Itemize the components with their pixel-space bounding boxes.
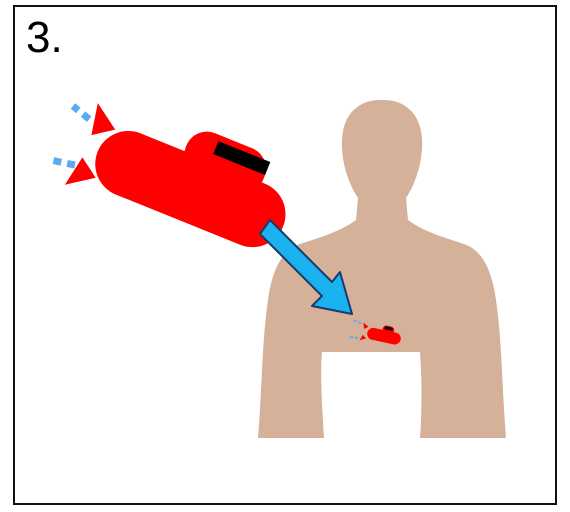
- illustration: [0, 0, 570, 512]
